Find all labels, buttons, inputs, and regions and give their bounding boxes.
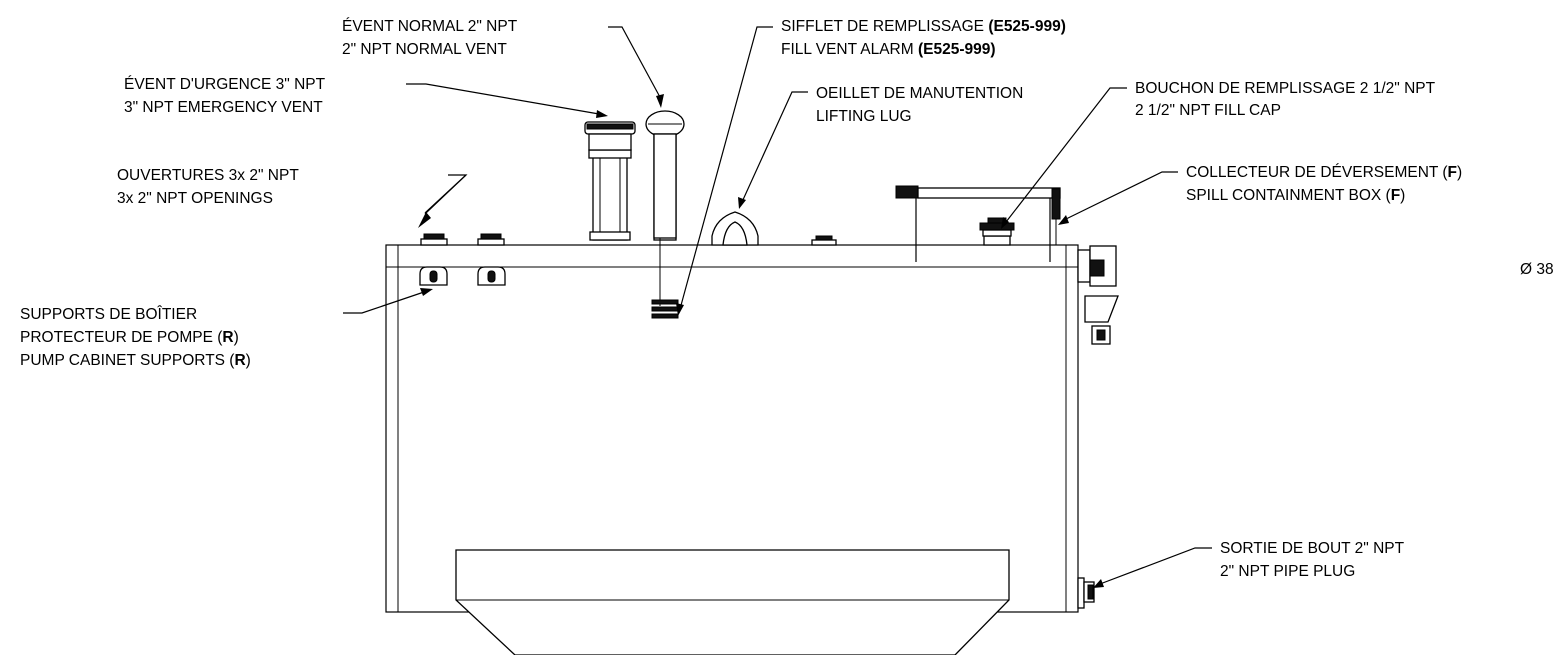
lifting-lug-label-en: LIFTING LUG <box>816 108 912 125</box>
emergency-vent <box>584 121 636 241</box>
normal-vent-label-fr: ÉVENT NORMAL 2" NPT <box>342 18 518 35</box>
normal-vent-label-en: 2" NPT NORMAL VENT <box>342 41 507 58</box>
fill-cap <box>979 217 1015 246</box>
openings-label-en: 3x 2" NPT OPENINGS <box>117 190 273 207</box>
spill-containment-box <box>895 185 1061 262</box>
diameter-label: Ø 38 <box>1520 261 1554 278</box>
spill-box-label-fr: COLLECTEUR DE DÉVERSEMENT (F) <box>1186 164 1462 181</box>
fill-vent-alarm-label-fr: SIFFLET DE REMPLISSAGE (E525-999) <box>781 18 1066 35</box>
pump-cabinet-support-1 <box>419 266 448 286</box>
pump-cabinet-support-2 <box>477 266 506 286</box>
tank-base <box>455 549 1010 655</box>
npt-opening-bung-3 <box>811 235 837 246</box>
fill-cap-label-en: 2 1/2" NPT FILL CAP <box>1135 102 1281 119</box>
fill-cap-label-fr: BOUCHON DE REMPLISSAGE 2 1/2" NPT <box>1135 80 1436 97</box>
lifting-lug <box>711 211 759 246</box>
pipe-plug-label-fr: SORTIE DE BOUT 2" NPT <box>1220 540 1405 557</box>
npt-opening-bung-1 <box>420 233 448 246</box>
emergency-vent-label-en: 3" NPT EMERGENCY VENT <box>124 99 323 116</box>
normal-vent <box>645 110 685 319</box>
lifting-lug-label-fr: OEILLET DE MANUTENTION <box>816 85 1023 102</box>
pipe-plug-label-en: 2" NPT PIPE PLUG <box>1220 563 1355 580</box>
openings-label-fr: OUVERTURES 3x 2" NPT <box>117 167 299 184</box>
cabinet-supports-label-fr2: PROTECTEUR DE POMPE (R) <box>20 329 239 346</box>
emergency-vent-label-fr: ÉVENT D'URGENCE 3" NPT <box>124 76 326 93</box>
cabinet-supports-label-fr1: SUPPORTS DE BOÎTIER <box>20 306 197 323</box>
pipe-plug <box>1077 577 1095 609</box>
npt-opening-bung-2 <box>477 233 505 246</box>
cabinet-supports-label-en: PUMP CABINET SUPPORTS (R) <box>20 352 251 369</box>
spill-box-label-en: SPILL CONTAINMENT BOX (F) <box>1186 187 1405 204</box>
fill-vent-alarm-label-en: FILL VENT ALARM (E525-999) <box>781 41 996 58</box>
leader-lines <box>343 26 1212 588</box>
side-fitting-upper <box>1077 245 1119 345</box>
